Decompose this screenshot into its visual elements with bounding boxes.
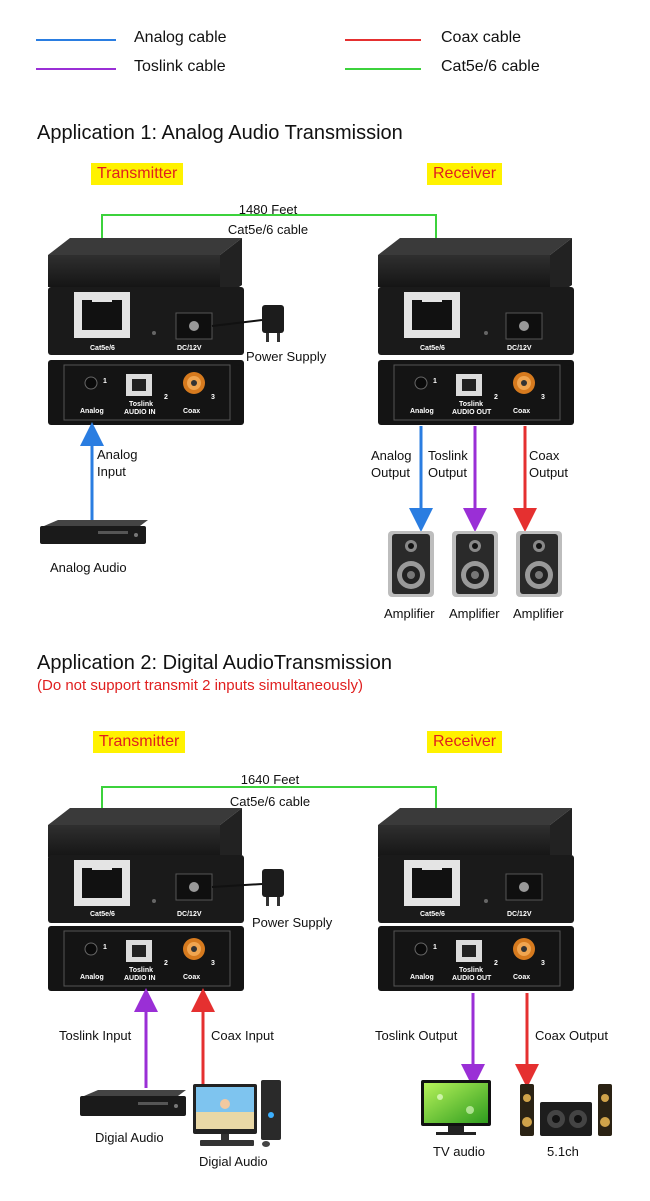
- app1-transmitter-device: Cat5e/6 DC/12V Analog 1 Toslink AUDIO IN…: [48, 238, 244, 425]
- app2-tx-dc-label: DC/12V: [177, 911, 202, 918]
- legend-coax-label: Coax cable: [441, 29, 522, 46]
- app2-tx-analog-label: Analog: [80, 974, 104, 981]
- app2-warning: (Do not support transmit 2 inputs simult…: [37, 677, 363, 694]
- app2-rx-toslink-label: Toslink: [459, 967, 483, 974]
- app2-cable-type: Cat5e/6 cable: [229, 794, 311, 809]
- app1-analog-output-label-1: Analog: [371, 448, 412, 463]
- app1-tx-coax-label: Coax: [183, 408, 200, 415]
- app1-amplifier-label-2: Amplifier: [449, 606, 500, 621]
- app1-receiver-tag: Receiver: [427, 163, 503, 185]
- legend-cat-line: [345, 68, 421, 70]
- app2-receiver-device: Cat5e/6 DC/12V Analog 1 Toslink AUDIO OU…: [378, 808, 574, 991]
- app1-analog-audio-label: Analog Audio: [50, 560, 127, 575]
- app2-tv-audio-label: TV audio: [433, 1144, 486, 1159]
- app2-tx-toslink-label: Toslink: [129, 967, 153, 974]
- app1-tx-n1: 1: [103, 378, 107, 385]
- app1-tx-dc-label: DC/12V: [177, 345, 202, 352]
- app1-coax-output-label-1: Coax: [529, 448, 560, 463]
- app1-receiver-device: Cat5e/6 DC/12V Analog 1 Toslink AUDIO OU…: [378, 238, 574, 425]
- app2-rx-analog-label: Analog: [410, 974, 434, 981]
- legend-coax-line: [345, 39, 421, 41]
- app1-tx-toslink-label: Toslink: [129, 401, 153, 408]
- app2-digital-audio-player-icon: [80, 1090, 186, 1116]
- app1-speaker-icon-1: [388, 531, 434, 597]
- app2-51ch-label: 5.1ch: [547, 1144, 579, 1159]
- app2-tx-n1: 1: [103, 944, 107, 951]
- app2-51ch-speaker-system-icon: [520, 1084, 612, 1136]
- legend-toslink-label: Toslink cable: [134, 58, 226, 75]
- app1-analog-output-label-2: Output: [371, 465, 411, 480]
- app1-rx-n1: 1: [433, 378, 437, 385]
- app2-title: Application 2: Digital AudioTransmission: [37, 652, 392, 674]
- app2-rx-audio-out: AUDIO OUT: [452, 975, 492, 982]
- app2-rx-dc-label: DC/12V: [507, 911, 532, 918]
- app2-tx-n3: 3: [211, 960, 215, 967]
- app1-tx-audio-in: AUDIO IN: [124, 409, 156, 416]
- app1-rx-coax-label: Coax: [513, 408, 530, 415]
- app2-transmitter-tag: Transmitter: [93, 731, 186, 753]
- app2-transmitter-device: Cat5e/6 DC/12V Analog 1 Toslink AUDIO IN…: [48, 808, 244, 991]
- app2-tx-cat-label: Cat5e/6: [90, 911, 115, 918]
- app1-toslink-output-label-2: Output: [428, 465, 468, 480]
- app2-coax-input-label: Coax Input: [211, 1028, 274, 1043]
- app1-cable-type: Cat5e/6 cable: [227, 222, 309, 237]
- app2-toslink-input-label: Toslink Input: [59, 1028, 132, 1043]
- app1-analog-input-label-2: Input: [97, 464, 126, 479]
- app1-toslink-output-label-1: Toslink: [428, 448, 468, 463]
- app1-rx-toslink-label: Toslink: [459, 401, 483, 408]
- app1-analog-audio-device-icon: [40, 520, 148, 544]
- app1-rx-analog-label: Analog: [410, 408, 434, 415]
- app2-coax-output-label: Coax Output: [535, 1028, 608, 1043]
- app1-distance: 1480 Feet: [238, 202, 298, 217]
- app2-rx-n3: 3: [541, 960, 545, 967]
- app2-digital-audio-label-2: Digial Audio: [199, 1154, 268, 1169]
- app1-rx-n2: 2: [494, 394, 498, 401]
- app2-digital-audio-label-1: Digial Audio: [95, 1130, 164, 1145]
- app2-toslink-output-label: Toslink Output: [375, 1028, 458, 1043]
- app2-computer-icon: [193, 1080, 281, 1147]
- app1-power-supply-label: Power Supply: [246, 349, 327, 364]
- app1-coax-output-label-2: Output: [529, 465, 569, 480]
- app2-tx-n2: 2: [164, 960, 168, 967]
- legend-cat-label: Cat5e/6 cable: [441, 58, 540, 75]
- app2-rx-n2: 2: [494, 960, 498, 967]
- app1-rx-audio-out: AUDIO OUT: [452, 409, 492, 416]
- app1-tx-cat-label: Cat5e/6: [90, 345, 115, 352]
- app1-rx-cat-label: Cat5e/6: [420, 345, 445, 352]
- app1-tx-analog-label: Analog: [80, 408, 104, 415]
- app1-transmitter-tag: Transmitter: [91, 163, 184, 185]
- app2-distance: 1640 Feet: [240, 772, 300, 787]
- legend-analog-label: Analog cable: [134, 29, 227, 46]
- app1-title: Application 1: Analog Audio Transmission: [37, 122, 403, 144]
- app2-receiver-tag: Receiver: [427, 731, 503, 753]
- app1-analog-input-label-1: Analog: [97, 447, 138, 462]
- app2-power-supply-label: Power Supply: [252, 915, 333, 930]
- app1-rx-dc-label: DC/12V: [507, 345, 532, 352]
- legend-toslink-line: [36, 68, 116, 70]
- app1-speaker-icon-2: [452, 531, 498, 597]
- app2-rx-coax-label: Coax: [513, 974, 530, 981]
- app1-amplifier-label-3: Amplifier: [513, 606, 564, 621]
- app1-speaker-icon-3: [516, 531, 562, 597]
- app1-amplifier-label-1: Amplifier: [384, 606, 435, 621]
- app2-power-supply-icon: [211, 869, 284, 906]
- app2-tx-coax-label: Coax: [183, 974, 200, 981]
- app1-tx-n3: 3: [211, 394, 215, 401]
- app1-power-supply-icon: [211, 305, 284, 342]
- app2-tv-icon: [421, 1080, 491, 1135]
- app2-rx-cat-label: Cat5e/6: [420, 911, 445, 918]
- app1-rx-n3: 3: [541, 394, 545, 401]
- legend-analog-line: [36, 39, 116, 41]
- app2-tx-audio-in: AUDIO IN: [124, 975, 156, 982]
- app2-rx-n1: 1: [433, 944, 437, 951]
- app1-tx-n2: 2: [164, 394, 168, 401]
